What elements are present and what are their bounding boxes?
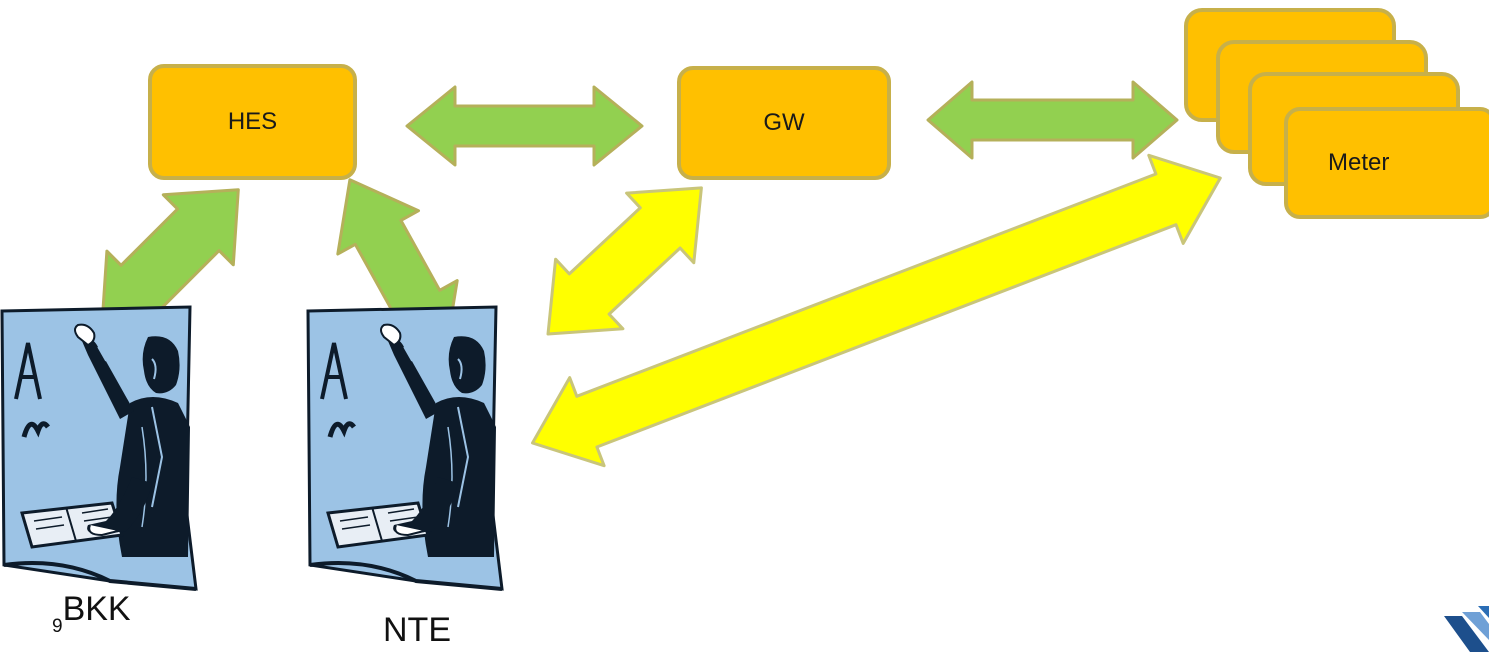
meter-node: Meter [1284, 107, 1489, 219]
hes-node: HES [148, 64, 357, 180]
bkk-label-text: BKK [62, 590, 131, 628]
arrow-hes-gw [405, 85, 644, 167]
logo-corner-icon [1444, 606, 1489, 652]
arrow-meter-nte [531, 153, 1222, 468]
arrow-gw-nte [546, 186, 703, 336]
teacher-clipart-icon [308, 307, 502, 589]
bkk-label: 9BKK [52, 590, 131, 636]
arrow-hes-bkk [100, 188, 240, 328]
bkk-label-prefix: 9 [52, 616, 63, 637]
nte-label: NTE [383, 611, 451, 649]
gw-node: GW [677, 66, 891, 180]
arrow-gw-meter [926, 80, 1179, 160]
teacher-clipart-icon [2, 307, 196, 589]
